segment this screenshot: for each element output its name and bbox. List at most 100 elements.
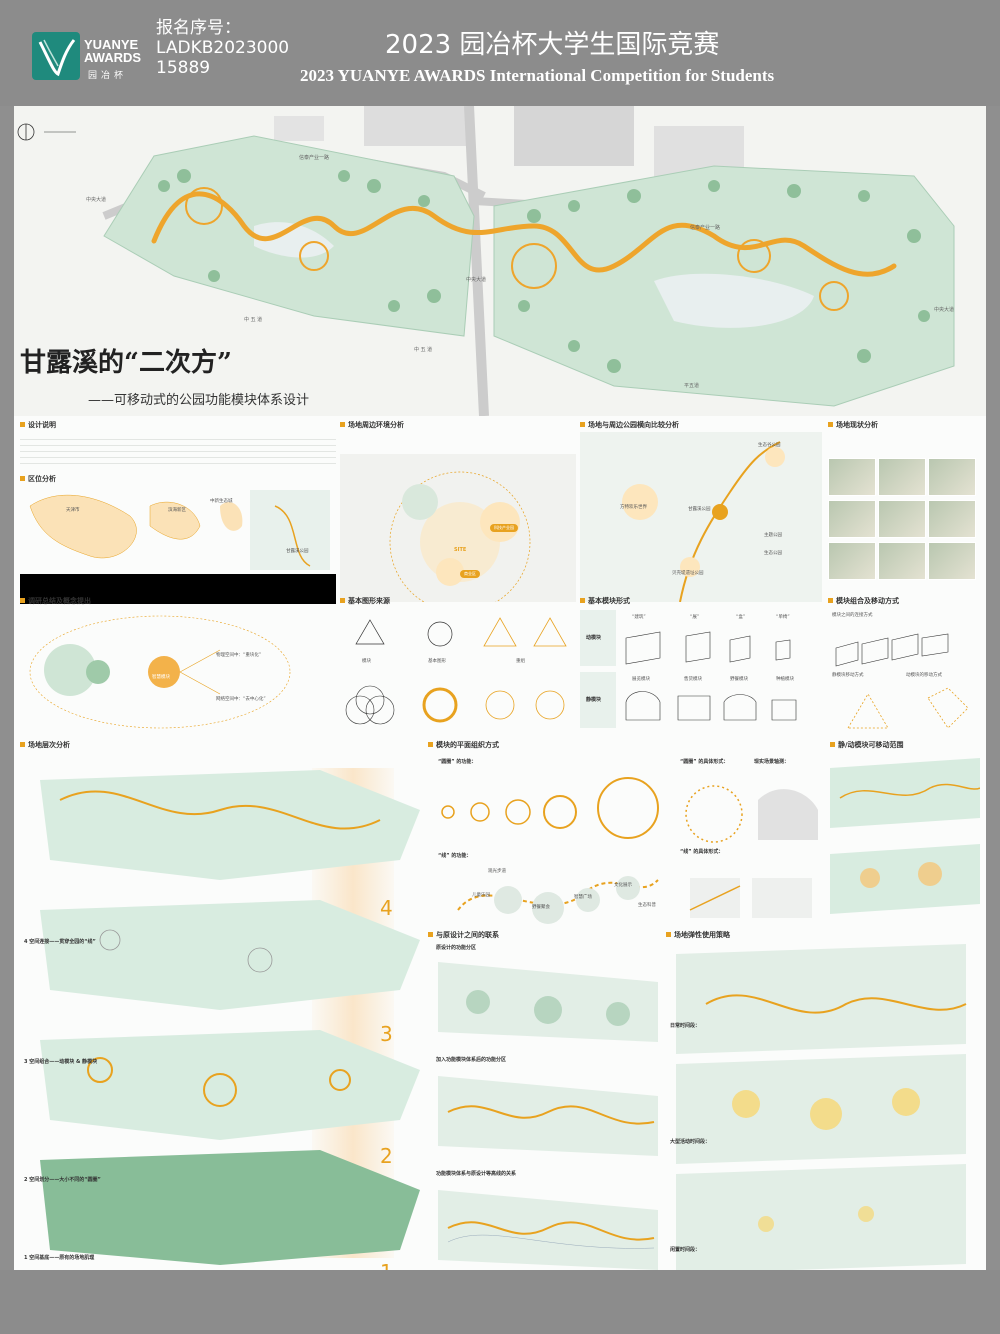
bubble-label: 儿童乐园 — [472, 893, 490, 898]
bubble-label: 文化展示 — [614, 883, 632, 888]
compare-label: 主题公园 — [764, 533, 782, 538]
section-heading: 基本模块形式 — [580, 596, 822, 606]
plan-diagram — [441, 777, 818, 924]
bubble-label: 生态科普 — [638, 903, 656, 908]
reg-number-line-2: 15889 — [156, 58, 211, 78]
section-heading: 设计说明 — [20, 420, 336, 430]
header-band: YUANYE AWARDS 园冶杯 报名序号： LADKB2023000 158… — [0, 0, 1000, 106]
road-label-7: 中 五 道 — [414, 347, 433, 353]
location-label: 天津市 — [66, 508, 80, 513]
layer-number: 4 — [380, 896, 393, 920]
section-heading: 基本图形来源 — [340, 596, 576, 606]
section-heading: 场地现状分析 — [828, 420, 980, 430]
section-surroundings: 场地周边环境分析 SITE 科技产业园 商业区 — [340, 420, 576, 613]
bubble-label: 野餐聚会 — [532, 905, 550, 910]
research-label: 智慧模块 — [152, 675, 170, 680]
layer-caption: 2 空间划分——大小不同的“圆圈” — [24, 1177, 101, 1183]
road-label-4: 中央大道 — [466, 277, 487, 283]
layer-number: 3 — [380, 1022, 393, 1046]
registration-number: 报名序号： LADKB2023000 15889 — [156, 18, 289, 78]
surround-tag: 商业区 — [460, 570, 480, 578]
module-type: “展” — [690, 615, 700, 620]
road-label-1: 信泰产业一路 — [299, 155, 330, 161]
section-research: 调研总结及概念提出 物理空间中：“重块化” 网络空间中：“去中心化” 智慧模块 — [20, 596, 336, 736]
surroundings-map — [340, 432, 576, 613]
bubble-label: 智慧广场 — [574, 895, 592, 900]
location-label: 甘露溪公园 — [286, 549, 309, 554]
section-heading: 模块的平面组织方式 — [428, 740, 826, 750]
section-heading: 模块组合及移动方式 — [828, 596, 980, 606]
section-heading: 场地周边环境分析 — [340, 420, 576, 430]
combo-label: 模块之间的连接方式 — [832, 613, 873, 618]
research-diagram — [29, 615, 291, 729]
road-label-6: 中 五 道 — [244, 317, 263, 323]
section-site-status: 场地现状分析 — [828, 420, 980, 606]
location-label: 滨海新区 — [168, 508, 186, 513]
section-park-comparison: 场地与周边公园横向比较分析 方特欢乐世界 甘露溪公园 生态谷公园 贝壳堤遗址公园… — [580, 420, 822, 606]
dynamic-module-cell — [580, 610, 616, 666]
section-heading: 与原设计之间的联系 — [428, 930, 664, 940]
static-module-cell — [580, 672, 616, 728]
competition-title-en: 2023 YUANYE AWARDS International Competi… — [300, 66, 775, 85]
competition-title-cn: 2023 园冶杯大学生国际竞赛 — [385, 30, 720, 60]
description-text-block — [20, 434, 336, 468]
reg-label: 报名序号： — [156, 18, 241, 38]
plan-label: “线” 的具体形式： — [680, 849, 724, 855]
road-label-5: 中央大道 — [934, 307, 955, 313]
poster-board: 信泰产业一路 信泰产业一路 中央大道 中央大道 中央大道 中 五 道 中 五 道… — [14, 106, 986, 1270]
module-type: 野餐模块 — [730, 677, 748, 682]
section-heading: 区位分析 — [20, 474, 336, 484]
location-label: 中新生态城 — [210, 499, 233, 504]
poster-title: 甘露溪的“二次方” — [20, 348, 232, 378]
strategy-label: 大型活动时间段： — [670, 1139, 711, 1145]
shape-label: 模块 — [362, 659, 371, 664]
static-module-label: 静模块 — [586, 697, 602, 703]
layer-caption: 3 空间组合——动模块 & 静模块 — [24, 1059, 98, 1065]
combo-label: 动模块的移动方式 — [906, 673, 942, 678]
layer-number: 2 — [380, 1144, 393, 1168]
surround-tag: 科技产业园 — [490, 524, 518, 532]
section-design-description: 设计说明 区位分析 天津市 滨海新区 中新生态城 甘露溪公园 — [20, 420, 336, 606]
combo-sketches — [835, 633, 969, 729]
module-type: 展览模块 — [632, 677, 650, 682]
compare-label: 甘露溪公园 — [688, 507, 711, 512]
site-photo — [928, 500, 976, 538]
module-type: “单椅” — [776, 615, 790, 620]
location-map — [20, 490, 336, 604]
module-type: “建筑” — [632, 615, 646, 620]
module-type: 售货模块 — [684, 677, 702, 682]
section-heading: 场地层次分析 — [20, 740, 424, 750]
module-type: 种植模块 — [776, 677, 794, 682]
poster-subtitle: ——可移动式的公园功能模块体系设计 — [88, 393, 310, 408]
layer-stack — [40, 770, 420, 1265]
module-type: “盒” — [736, 615, 746, 620]
plan-label: “圆圈” 的功能： — [438, 759, 477, 765]
site-photo — [828, 500, 876, 538]
logo-text-en: YUANYE AWARDS — [84, 37, 142, 65]
section-heading: 场地与周边公园横向比较分析 — [580, 420, 822, 430]
range-maps — [830, 758, 980, 914]
module-sketches — [625, 631, 797, 721]
relation-label: 原设计的功能分区 — [436, 945, 477, 951]
footer-band — [0, 1270, 1000, 1334]
combo-label: 静模块移动方式 — [832, 673, 864, 678]
site-photo — [828, 542, 876, 580]
shape-label: 基本图形 — [428, 659, 446, 664]
layer-caption: 4 空间连接——贯穿全园的“线” — [24, 939, 96, 945]
site-photo — [928, 542, 976, 580]
section-heading: 调研总结及概念提出 — [20, 596, 336, 606]
dynamic-module-label: 动模块 — [586, 635, 602, 641]
road-label-3: 中央大道 — [86, 197, 107, 203]
comparison-map — [580, 432, 822, 603]
research-label: 网络空间中：“去中心化” — [216, 697, 266, 702]
site-photo — [878, 542, 926, 580]
road-label-8: 平五道 — [684, 383, 700, 389]
plan-label: 现实场景轴测： — [754, 759, 790, 765]
strategy-maps — [676, 944, 967, 1270]
section-usage-strategy: 场地弹性使用策略 日常时间段： 大型活动时间段： 闲置时间段： — [666, 930, 980, 1270]
section-movable-range: 静/动模块可移动范围 — [830, 740, 980, 930]
layer-number: 1 — [380, 1260, 393, 1270]
compare-label: 生态公园 — [764, 551, 782, 556]
compare-label: 贝壳堤遗址公园 — [672, 571, 704, 576]
section-heading: 静/动模块可移动范围 — [830, 740, 980, 750]
